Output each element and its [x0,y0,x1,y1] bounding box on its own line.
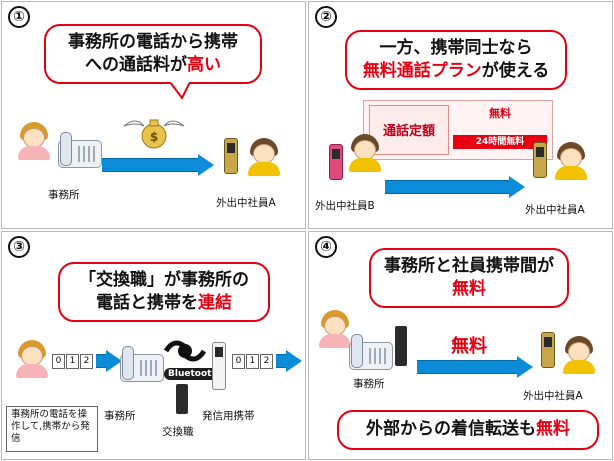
mobile-phone-icon [224,138,238,174]
panel-1: ① 事務所の電話から携帯 への通話料が高い $ 事務所 外出中社員A [1,1,306,229]
speech-bubble: 一方、携帯同士なら 無料通話プランが使える [345,30,567,90]
exchange-device-icon [395,326,407,366]
speech-bubble-top: 事務所と社員携帯間が 無料 [369,248,569,308]
call-arrow [385,176,525,198]
office-label: 事務所 [353,378,385,390]
dial-digit: 0 [52,354,65,369]
plan-advertisement: 通話定額 無料 24時間無料 [363,100,553,160]
highlight-text: 無料 [452,279,486,299]
office-worker-icon [14,340,50,378]
mobile-phone-b-icon [329,144,343,180]
note-box: 事務所の電話を操作して,携帯から発信 [6,406,98,452]
dial-mobile-icon [212,342,226,390]
exchange-label: 交換職 [162,426,194,438]
speech-bubble: 事務所の電話から携帯 への通話料が高い [44,24,262,84]
bubble-line-2: 無料通話プランが使える [362,61,550,81]
office-label: 事務所 [48,189,80,201]
bubble-line-2: への通話料が高い [85,55,221,75]
mobile-phone-icon [541,332,555,368]
bubble-tail [168,82,192,100]
call-arrow [102,154,214,176]
panel-number: ③ [8,236,30,258]
money-bag-icon: $ [123,119,185,149]
panel-2: ② 一方、携帯同士なら 無料通話プランが使える 通話定額 無料 24時間無料 外… [308,1,613,229]
call-arrow [417,356,533,378]
speech-bubble-bottom: 外部からの着信転送も無料 [337,410,599,450]
highlight-text: 無料通話プラン [362,61,482,81]
employee-icon [561,336,597,374]
panel-4: ④ 事務所と社員携帯間が 無料 無料 事務所 外出中社員A 外部からの着信転送も… [308,231,613,460]
bubble-line-1: 事務所の電話から携帯 [68,32,238,52]
free-label: 無料 [451,336,487,357]
office-worker-icon [317,310,353,348]
mobile-phone-a-icon [533,142,547,178]
highlight-text: 高い [187,55,221,75]
panel-number: ① [8,6,30,28]
speech-bubble: 「交換職」が事務所の 電話と携帯を連結 [58,262,270,322]
office-phone-icon [349,332,393,372]
office-phone-icon [58,130,102,170]
exchange-device-icon [176,384,188,414]
dial-digit: 1 [66,354,79,369]
bubble-line-2: 電話と携帯を連結 [96,293,232,313]
ad-right-head: 無料 [489,107,511,120]
highlight-text: 連結 [198,293,232,313]
office-phone-icon [120,344,164,384]
office-label: 事務所 [104,410,136,422]
bubble-line-1: 事務所と社員携帯間が [384,256,554,276]
bluetooth-link-icon [164,340,206,362]
flow-arrow [276,350,302,372]
employee-b-icon [347,134,383,172]
employee-label: 外出中社員A [523,390,583,402]
svg-text:$: $ [150,130,158,144]
panel-number: ② [315,6,337,28]
office-worker-icon [16,122,52,160]
panel-3: ③ 「交換職」が事務所の 電話と携帯を連結 0 1 2 Bluetooth 0 … [1,231,306,460]
ad-right-band: 24時間無料 [453,135,547,149]
flow-arrow [96,350,122,372]
employee-label: 外出中社員A [216,197,276,209]
dial-mobile-label: 発信用携帯 [202,410,255,422]
highlight-text: 無料 [536,419,570,439]
employee-a-icon [553,142,589,180]
employee-b-label: 外出中社員B [315,200,375,212]
dial-digit: 2 [260,354,273,369]
panel-number: ④ [315,236,337,258]
ad-left-text: 通話定額 [382,124,435,139]
bubble-line-1: 一方、携帯同士なら [379,38,533,58]
dial-digit: 1 [246,354,259,369]
bubble-line-1: 「交換職」が事務所の [79,270,249,290]
employee-a-label: 外出中社員A [525,204,585,216]
dial-digit: 0 [232,354,245,369]
employee-icon [246,138,282,176]
dial-digit: 2 [80,354,93,369]
bluetooth-logo: Bluetooth [164,368,222,380]
